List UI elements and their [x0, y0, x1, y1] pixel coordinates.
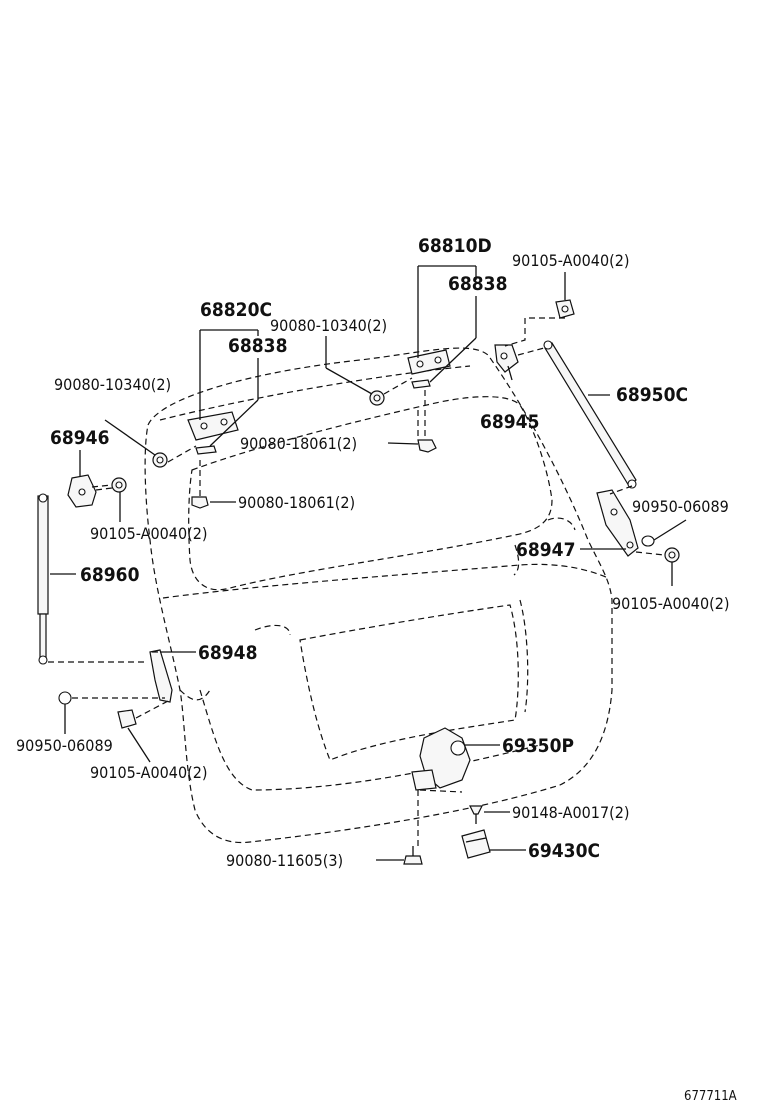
- label-90105-bottom: 90105-A0040(2): [90, 763, 207, 782]
- bolt-90105-right: [664, 547, 680, 563]
- nut-90080-18061-b: [191, 496, 209, 509]
- bolt-90080-10340-left: [152, 452, 168, 468]
- label-68810d: 68810D: [418, 235, 492, 257]
- figure-reference: 677711A: [684, 1089, 737, 1104]
- label-90105-top: 90105-A0040(2): [512, 251, 629, 270]
- label-68838-a: 68838: [448, 273, 507, 295]
- label-68960: 68960: [80, 564, 140, 586]
- label-68947: 68947: [516, 539, 575, 561]
- leader-lines: [48, 265, 687, 861]
- label-90080-10340-left: 90080-10340(2): [54, 375, 171, 394]
- label-90080-10340-mid: 90080-10340(2): [270, 316, 387, 335]
- bolt-90105-left: [111, 477, 127, 493]
- label-68820c: 68820C: [200, 299, 272, 321]
- label-90148: 90148-A0017(2): [512, 803, 629, 822]
- label-68948: 68948: [198, 642, 257, 664]
- bracket-68948: [149, 649, 173, 703]
- bracket-68946: [67, 474, 97, 508]
- label-90950-right: 90950-06089: [632, 497, 729, 516]
- cushion-90950-right: [641, 535, 655, 547]
- bracket-68945: [494, 344, 519, 373]
- label-69350p: 69350P: [502, 735, 574, 757]
- bolt-90105-top: [555, 299, 575, 319]
- label-90105-right: 90105-A0040(2): [612, 594, 729, 613]
- label-68950c: 68950C: [616, 384, 688, 406]
- label-90080-11605: 90080-11605(3): [226, 851, 343, 870]
- screw-90148: [469, 805, 483, 824]
- hinge-68820c: [187, 411, 239, 455]
- bolt-90105-bottom: [117, 709, 137, 729]
- part-labels: 68810D 68838 90105-A0040(2) 68820C 68838…: [16, 235, 737, 1104]
- label-90080-18061-b: 90080-18061(2): [238, 493, 355, 512]
- label-68946: 68946: [50, 427, 109, 449]
- cushion-90950-left: [58, 691, 72, 705]
- striker-69430c: [461, 829, 491, 859]
- label-68838-b: 68838: [228, 335, 287, 357]
- label-90080-18061-a: 90080-18061(2): [240, 434, 357, 453]
- label-69430c: 69430C: [528, 840, 600, 862]
- bracket-68947: [596, 489, 639, 557]
- nut-90080-18061-a: [417, 439, 437, 453]
- label-68945: 68945: [480, 411, 539, 433]
- strut-68950c: [543, 340, 637, 489]
- bolt-90080-11605: [403, 846, 423, 865]
- label-90105-left: 90105-A0040(2): [90, 524, 207, 543]
- label-90950-left: 90950-06089: [16, 736, 113, 755]
- lock-69350p: [411, 727, 471, 791]
- strut-68960: [37, 493, 49, 665]
- bolt-90080-10340-mid: [369, 390, 385, 406]
